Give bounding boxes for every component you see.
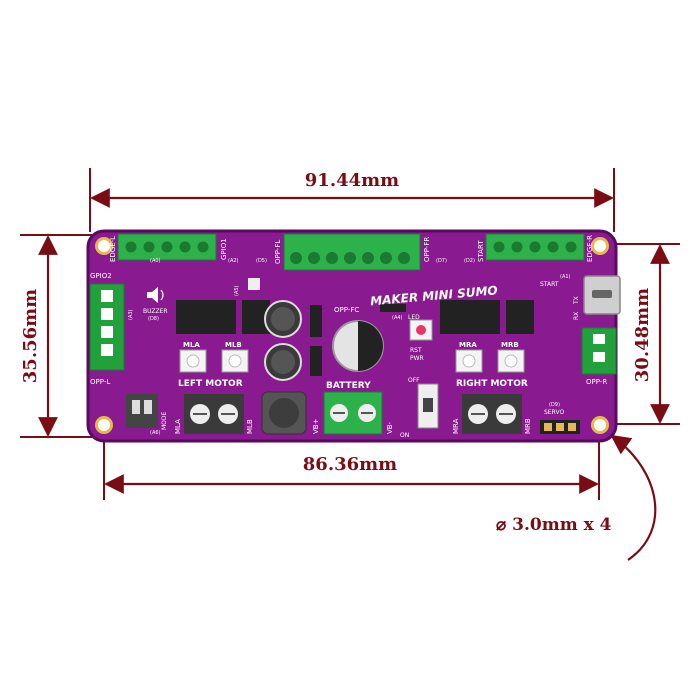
label-battery: BATTERY	[326, 381, 371, 391]
label-opp-fl: OPP-FL	[274, 240, 282, 264]
label-vb-plus: VB+	[312, 418, 320, 434]
motor-driver-left	[176, 300, 270, 334]
inductor	[261, 391, 307, 435]
label-opp-l: OPP-L	[90, 378, 110, 386]
label-d7: (D7)	[436, 258, 447, 264]
label-a3: (A3)	[128, 309, 134, 320]
label-d2: (D2)	[464, 258, 475, 264]
hole-note-label: ⌀ 3.0mm x 4	[496, 515, 612, 535]
button-mla[interactable]	[179, 349, 207, 373]
label-on: ON	[400, 432, 409, 439]
label-mrb-bottom: MRB	[524, 418, 532, 434]
diode	[310, 305, 322, 337]
header-gpio2	[89, 283, 125, 371]
label-a1: (A1)	[560, 274, 571, 280]
label-mra: MRA	[459, 341, 477, 349]
hole-callout: ⌀ 3.0mm x 4	[496, 434, 657, 561]
label-right-motor: RIGHT MOTOR	[456, 379, 528, 389]
label-a0: (A0)	[150, 258, 161, 264]
label-opp-fr: OPP-FR	[423, 237, 431, 262]
label-mlb: MLB	[225, 341, 242, 349]
mode-switch[interactable]	[126, 394, 158, 428]
terminal-block-top-left	[117, 233, 217, 261]
label-buzzer: BUZZER	[143, 308, 168, 315]
header-opp-r	[581, 327, 617, 375]
servo-header	[540, 420, 580, 434]
label-mra-bottom: MRA	[452, 418, 460, 434]
capacitor	[264, 300, 302, 338]
label-a6: (A6)	[150, 430, 161, 436]
usb-port	[583, 275, 621, 315]
rgb-led	[248, 278, 260, 290]
dimension-right: 30.48mm	[614, 243, 680, 425]
label-mrb: MRB	[501, 341, 519, 349]
mounting-hole	[95, 237, 113, 255]
motor-driver-right	[440, 300, 534, 334]
dimension-left: 35.56mm	[20, 234, 92, 438]
terminal-left-motor	[184, 394, 244, 434]
terminal-battery	[323, 391, 383, 435]
label-gpio2: GPIO2	[90, 272, 112, 280]
label-servo-ref: (D9)	[549, 402, 560, 408]
terminal-right-motor	[462, 394, 522, 434]
dimension-top-label: 91.44mm	[305, 170, 399, 191]
label-gpio1: GPIO1	[220, 238, 228, 260]
power-switch[interactable]	[417, 383, 439, 429]
dimension-top: 91.44mm	[89, 168, 615, 232]
capacitor	[264, 343, 302, 381]
label-pwr: PWR	[410, 355, 424, 362]
label-a2: (A2)	[228, 258, 239, 264]
dimension-bottom: 86.36mm	[103, 438, 600, 500]
mounting-hole	[591, 416, 609, 434]
mounting-hole	[591, 237, 609, 255]
label-mla-bottom: MLA	[174, 419, 182, 434]
dimension-left-label: 35.56mm	[20, 289, 41, 383]
label-off: OFF	[408, 377, 420, 384]
label-edge-r: EDGE-R	[586, 235, 594, 262]
label-buzzer-ref: (D8)	[148, 316, 159, 322]
label-opp-r: OPP-R	[586, 378, 607, 386]
dimension-bottom-label: 86.36mm	[303, 454, 397, 475]
label-rx: RX	[573, 312, 580, 320]
label-edge-l: EDGE-L	[109, 236, 117, 262]
label-vb-minus: VB-	[386, 421, 394, 434]
label-d5: (D5)	[256, 258, 267, 264]
terminal-block-top-middle	[283, 233, 421, 271]
label-mlb-bottom: MLB	[246, 419, 254, 434]
led-component	[380, 304, 406, 312]
label-opp-fc: OPP-FC	[334, 306, 359, 314]
label-led: LED	[408, 314, 420, 321]
button-mrb[interactable]	[497, 349, 525, 373]
button-mra[interactable]	[455, 349, 483, 373]
label-rst: RST	[410, 347, 422, 354]
label-left-motor: LEFT MOTOR	[178, 379, 243, 389]
label-a4: (A4)	[392, 315, 403, 321]
pcb-board: MAKER MINI SUMO EDGE-L GPIO1 OPP-FL OPP-…	[86, 229, 621, 443]
label-start: START	[540, 281, 559, 288]
label-tx: TX	[573, 296, 580, 305]
terminal-block-top-right	[485, 233, 585, 261]
mounting-hole	[95, 416, 113, 434]
label-start-term: START	[477, 240, 485, 262]
speaker-icon	[147, 287, 164, 303]
button-rst[interactable]	[409, 319, 433, 341]
dimension-right-label: 30.48mm	[632, 288, 653, 382]
label-servo: SERVO	[544, 409, 564, 416]
buzzer-disc	[332, 320, 384, 372]
label-mode: MODE	[161, 411, 168, 430]
diode	[310, 346, 322, 376]
label-mla: MLA	[183, 341, 200, 349]
button-mlb[interactable]	[221, 349, 249, 373]
label-a5: (A5)	[234, 285, 240, 296]
